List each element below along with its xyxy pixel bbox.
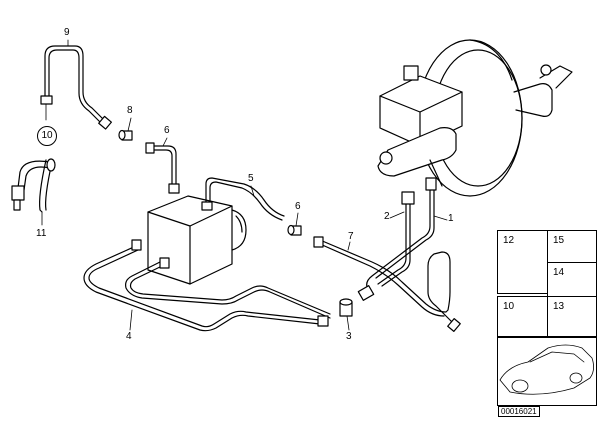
hydraulic-unit <box>147 195 247 285</box>
brake-line-part-2 <box>357 191 415 301</box>
brake-line-part-4 <box>83 239 331 332</box>
fitting-part-8b <box>287 224 302 236</box>
callout-4: 4 <box>126 331 132 342</box>
detail-panel-15: 15 <box>547 230 597 264</box>
detail-panel-label: 12 <box>503 235 515 246</box>
callout-6-upper: 6 <box>164 125 170 136</box>
brake-line-part-1 <box>366 177 437 291</box>
callout-6-lower: 6 <box>295 201 301 212</box>
detail-panel-14: 14 <box>547 262 597 298</box>
detail-panel-13: 13 <box>547 296 597 338</box>
fitting-part-3 <box>339 298 353 317</box>
callout-9: 9 <box>64 27 70 38</box>
brake-line-part-9 <box>40 45 113 130</box>
callout-7: 7 <box>348 231 354 242</box>
detail-panel-label: 15 <box>553 235 565 246</box>
callout-1: 1 <box>448 213 454 224</box>
detail-panel-vehicle <box>497 336 597 406</box>
fitting-part-8a <box>118 129 133 141</box>
master-cylinder <box>377 65 463 187</box>
callout-8-upper: 8 <box>127 105 133 116</box>
callout-5: 5 <box>248 173 254 184</box>
callout-11: 11 <box>36 228 47 239</box>
callout-2: 2 <box>384 211 390 222</box>
brake-line-part-6 <box>145 142 180 194</box>
brake-line-part-5 <box>201 177 285 221</box>
detail-car-silhouette <box>499 344 594 395</box>
detail-panel-label: 13 <box>553 301 565 312</box>
callout-3: 3 <box>346 331 352 342</box>
reference-code: 00016021 <box>498 406 540 417</box>
brake-hose-part-11 <box>11 158 56 213</box>
detail-panel-12: 12 <box>497 230 549 294</box>
brake-line-part-7 <box>313 236 461 333</box>
callout-leaders <box>41 39 448 331</box>
detail-panel-label: 10 <box>503 301 515 312</box>
callout-10: 10 <box>37 126 57 146</box>
detail-panel-10: 10 <box>497 296 549 338</box>
detail-panel-label: 14 <box>553 267 565 278</box>
